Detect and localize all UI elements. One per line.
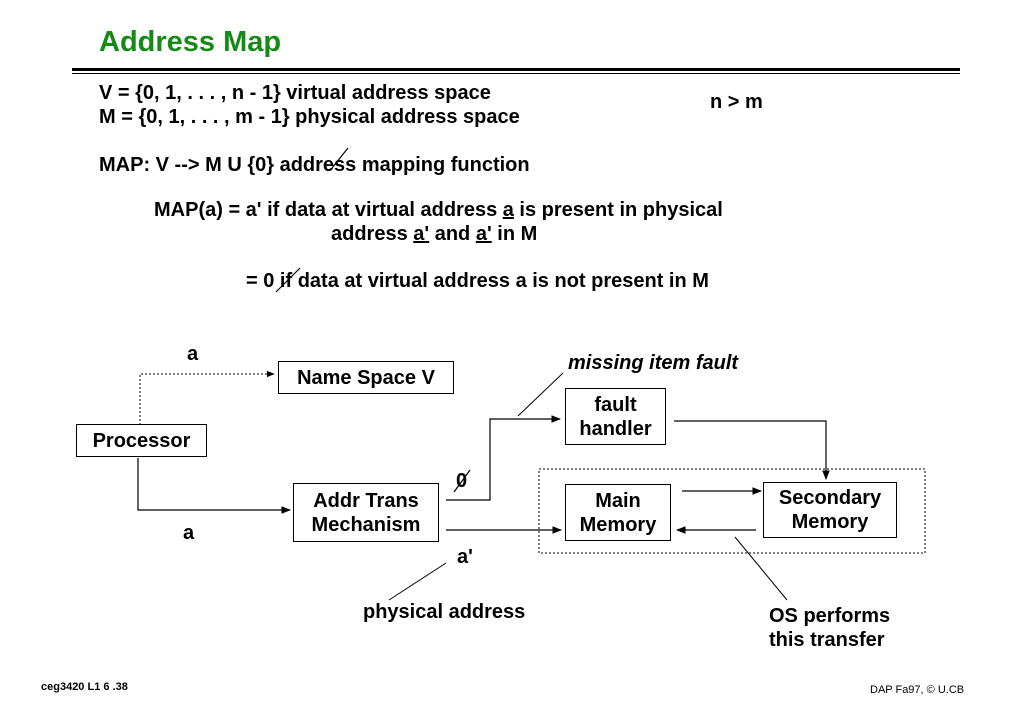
label-virtual-a: a xyxy=(187,343,199,365)
os-transfer-line1: OS performs xyxy=(769,605,891,627)
memory-hierarchy-group xyxy=(538,468,926,554)
map-case-absent: = 0 if data at virtual address a is not … xyxy=(246,270,709,293)
physical-space-def: M = {0, 1, . . . , m - 1} physical addre… xyxy=(99,106,520,128)
map-definition-prefix: MAP: V --> M U {0} xyxy=(99,154,275,176)
n-greater-m: n > m xyxy=(710,91,763,113)
footer-credit: DAP Fa97, © U.CB xyxy=(870,684,965,696)
map-case-present-line1: MAP(a) = a' if data at virtual address a… xyxy=(154,199,723,222)
secondary-memory-line2: Memory xyxy=(791,511,869,533)
callout-physical-address xyxy=(388,562,447,601)
fault-handler-box: fault handler xyxy=(565,388,666,445)
fault-handler-line2: handler xyxy=(579,417,652,440)
slash-zero-case xyxy=(275,267,301,293)
callout-os-transfer xyxy=(734,536,788,601)
footer-course-id: ceg3420 L1 6 .38 xyxy=(41,681,128,693)
case1-part-a: MAP(a) = a' if data at virtual address xyxy=(154,199,503,221)
main-memory-box: Main Memory xyxy=(565,484,671,541)
slash-zero-map xyxy=(331,147,349,169)
case1-part-c: is present in physical xyxy=(513,199,723,221)
arrow-addrtrans-to-fault xyxy=(446,415,561,501)
page-title: Address Map xyxy=(99,26,282,58)
title-rule-thin xyxy=(72,73,960,74)
map-case-present-line2: address a' and a' in M xyxy=(331,223,537,246)
addr-trans-line2: Mechanism xyxy=(311,513,421,536)
case2-part-c: if data at virtual address a is not pres… xyxy=(274,270,709,292)
arrow-processor-to-namespace xyxy=(139,370,275,425)
map-definition-suffix: address mapping function xyxy=(274,154,530,176)
label-a-prime: a' xyxy=(457,546,473,568)
case1-part-e: a' xyxy=(413,223,430,245)
arrow-processor-to-addrtrans xyxy=(137,458,291,514)
case1-part-h: in M xyxy=(491,223,538,245)
processor-box: Processor xyxy=(76,424,207,457)
label-zero: 0 xyxy=(456,470,468,492)
case1-part-d: address xyxy=(331,223,414,245)
fault-handler-line1: fault xyxy=(594,393,637,416)
label-address-a: a xyxy=(183,522,195,544)
main-memory-line1: Main xyxy=(595,489,641,512)
case1-part-g: a' xyxy=(475,223,492,245)
os-transfer-label: OS performs this transfer xyxy=(769,604,890,652)
os-transfer-line2: this transfer xyxy=(769,629,885,651)
name-space-box: Name Space V xyxy=(278,361,454,394)
arrow-fault-to-secondary xyxy=(674,420,830,480)
secondary-memory-box: Secondary Memory xyxy=(763,482,897,538)
case1-part-b: a xyxy=(502,199,514,221)
main-memory-line2: Memory xyxy=(579,513,657,536)
physical-address-label: physical address xyxy=(363,601,526,623)
case1-part-f: and xyxy=(429,223,476,245)
secondary-memory-line1: Secondary xyxy=(778,487,882,509)
map-definition: MAP: V --> M U {0} address mapping funct… xyxy=(99,154,530,177)
missing-item-fault-label: missing item fault xyxy=(568,352,739,374)
case2-part-a: = xyxy=(246,270,264,292)
addr-trans-line1: Addr Trans xyxy=(313,489,419,512)
slash-zero-diagram xyxy=(453,469,471,493)
addr-trans-box: Addr Trans Mechanism xyxy=(293,483,439,542)
virtual-space-def: V = {0, 1, . . . , n - 1} virtual addres… xyxy=(99,82,491,104)
callout-missing-item xyxy=(517,372,564,417)
title-rule-thick xyxy=(72,68,960,71)
case2-part-b: 0 xyxy=(263,270,275,292)
